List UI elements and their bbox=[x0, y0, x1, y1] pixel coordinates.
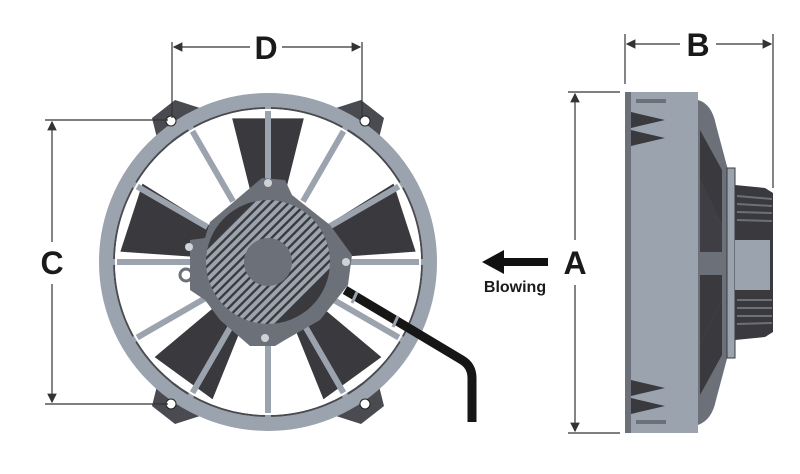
motor-hub bbox=[178, 178, 352, 346]
airflow-indicator: Blowing bbox=[482, 250, 548, 296]
dimension-a: A bbox=[563, 91, 620, 434]
mounting-holes bbox=[165, 115, 371, 410]
airflow-label: Blowing bbox=[484, 279, 546, 296]
hub-fin bbox=[206, 200, 297, 324]
hub-fin bbox=[243, 200, 330, 324]
guard-spoke bbox=[300, 123, 350, 203]
hub-fin bbox=[206, 200, 270, 324]
dimension-label-b: B bbox=[686, 27, 709, 63]
dimension-d: D bbox=[171, 30, 363, 118]
dimension-label-a: A bbox=[563, 245, 586, 281]
fan-front-view bbox=[99, 93, 477, 431]
side-frame bbox=[625, 92, 698, 433]
dimension-c: C bbox=[40, 119, 168, 405]
guard-spoke bbox=[129, 294, 209, 344]
dimension-label-c: C bbox=[40, 245, 63, 281]
fan-side-view bbox=[625, 92, 773, 433]
hub-fin bbox=[206, 200, 315, 324]
hub-fin bbox=[206, 200, 279, 324]
cable-clips bbox=[350, 291, 400, 328]
hub-fin bbox=[206, 200, 288, 324]
hub-center bbox=[244, 238, 292, 286]
guard-spoke bbox=[186, 123, 236, 203]
guard-spokes bbox=[110, 104, 426, 420]
arrow-left-icon bbox=[482, 250, 548, 274]
screws bbox=[185, 179, 350, 342]
hub-fin bbox=[225, 200, 330, 324]
hub-fin bbox=[234, 200, 330, 324]
guard-spoke bbox=[327, 180, 407, 230]
dimension-label-d: D bbox=[254, 30, 277, 66]
hub-fin bbox=[261, 200, 330, 324]
guard-spoke bbox=[186, 321, 236, 401]
motor-plate bbox=[726, 167, 736, 359]
guard-spoke bbox=[129, 180, 209, 230]
guard-spoke bbox=[327, 294, 407, 344]
guard-spoke bbox=[300, 321, 350, 401]
power-cable bbox=[342, 286, 477, 422]
hub-fin bbox=[206, 200, 306, 324]
dimension-b: B bbox=[624, 27, 774, 188]
ground-lug bbox=[178, 267, 194, 283]
outer-ring bbox=[99, 93, 437, 431]
hub-fin bbox=[252, 200, 330, 324]
